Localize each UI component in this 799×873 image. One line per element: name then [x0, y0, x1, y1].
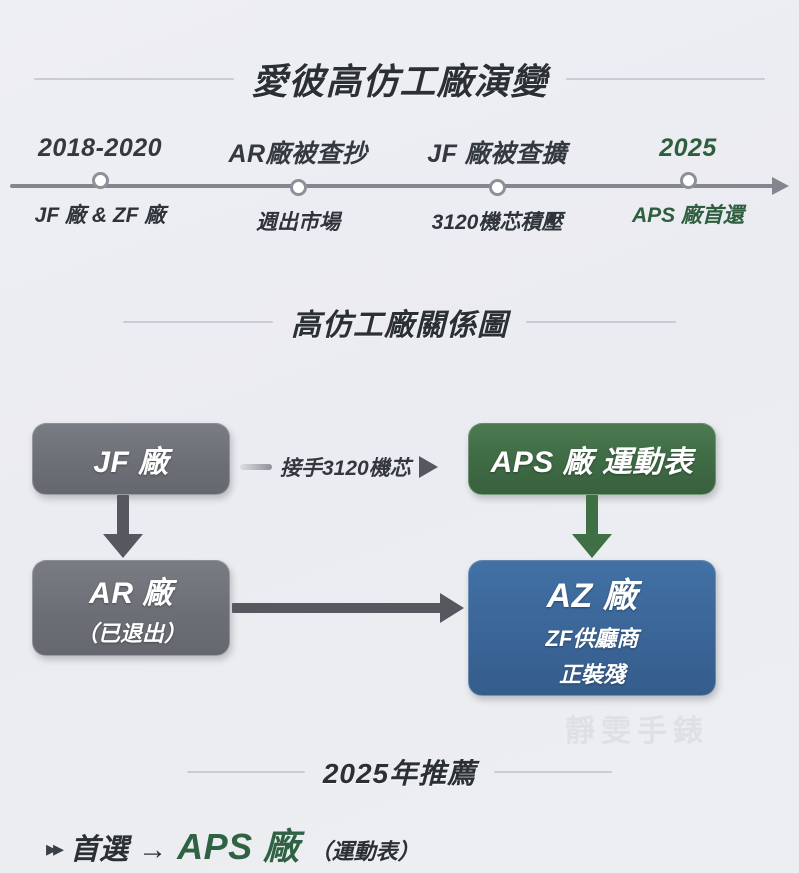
- node-ar-sublabel: （已退出）: [75, 621, 186, 646]
- timeline-dot-2-icon: [289, 179, 307, 196]
- timeline-dot-4-icon: [679, 172, 697, 189]
- node-az-label: AZ 廠: [546, 576, 638, 615]
- timeline-item-4: 2025 APS 廠首還: [588, 134, 788, 229]
- node-aps-factory[interactable]: APS 廠 運動表: [468, 423, 716, 495]
- right-arrow-icon: →: [138, 834, 168, 866]
- node-aps-label: APS 廠 運動表: [490, 446, 694, 479]
- recommend-title: 2025年推薦: [322, 758, 477, 789]
- timeline-item-2: AR廠被查抄 週出市場: [198, 134, 398, 236]
- divider-rule-left-3: [186, 771, 305, 773]
- recommendation-label: 首選: [70, 834, 129, 866]
- timeline-dot-1-icon: [91, 172, 109, 189]
- recommendation-line: ▸▸ 首選 → APS 廠 （運動表）: [46, 818, 420, 870]
- timeline-item-3-caption: 3120機芯積壓: [431, 211, 563, 234]
- timeline-arrow-icon: [772, 177, 789, 195]
- timeline-item-2-caption: 週出市場: [256, 211, 340, 234]
- divider-rule-right-3: [494, 771, 613, 773]
- main-title-header: 愛彼高仿工廠演變: [0, 53, 799, 105]
- arrow-jf-to-ar-shaft: [117, 495, 129, 537]
- recommend-title-header: 2025年推薦: [0, 752, 799, 792]
- double-chevron-icon: ▸▸: [46, 836, 64, 861]
- timeline-axis: [10, 184, 775, 188]
- node-jf-factory[interactable]: JF 廠: [32, 423, 230, 495]
- divider-rule-right-2: [526, 321, 676, 323]
- node-jf-label: JF 廠: [93, 446, 169, 479]
- timeline-item-2-title: AR廠被查抄: [228, 140, 368, 168]
- node-az-factory[interactable]: AZ 廠 ZF供廳商 正裝殘: [468, 560, 716, 696]
- timeline-item-3: JF 廠被查擴 3120機芯積壓: [397, 134, 597, 236]
- arrow-ar-to-az-shaft: [232, 603, 442, 613]
- divider-rule-left: [34, 78, 234, 80]
- timeline-item-1-caption: JF 廠 & ZF 廠: [34, 204, 166, 227]
- node-ar-label: AR 廠: [89, 577, 173, 610]
- arrow-ar-to-az-head-icon: [440, 593, 464, 623]
- timeline-item-4-caption: APS 廠首還: [631, 204, 744, 227]
- timeline-item-1-title: 2018-2020: [37, 134, 163, 162]
- arrow-aps-to-az-head-icon: [572, 534, 612, 558]
- transfer-dash-icon: [240, 464, 272, 470]
- timeline-item-3-title: JF 廠被查擴: [427, 140, 567, 168]
- transfer-connector: 接手3120機芯: [240, 452, 470, 482]
- relationship-title: 高仿工廠關係圖: [291, 309, 508, 342]
- transfer-arrow-icon: [418, 456, 438, 478]
- arrow-jf-to-ar-head-icon: [103, 534, 143, 558]
- node-ar-factory[interactable]: AR 廠 （已退出）: [32, 560, 230, 656]
- relationship-title-header: 高仿工廠關係圖: [0, 300, 799, 344]
- divider-rule-right: [565, 78, 766, 80]
- node-az-sublabel-2: 正裝殘: [558, 661, 625, 687]
- node-az-sublabel-1: ZF供廳商: [545, 625, 639, 651]
- recommended-brand: APS 廠: [177, 826, 300, 867]
- recommended-brand-note: （運動表）: [309, 839, 420, 864]
- transfer-label: 接手3120機芯: [280, 457, 411, 480]
- timeline-item-4-title: 2025: [659, 134, 717, 162]
- watermark: 靜雯手錶: [565, 715, 709, 748]
- divider-rule-left-2: [123, 321, 273, 323]
- timeline: 2018-2020 JF 廠 & ZF 廠 AR廠被查抄 週出市場 JF 廠被查…: [0, 134, 799, 254]
- page-title: 愛彼高仿工廠演變: [251, 61, 548, 102]
- timeline-dot-3-icon: [488, 179, 506, 196]
- timeline-item-1: 2018-2020 JF 廠 & ZF 廠: [0, 134, 200, 229]
- arrow-aps-to-az-shaft: [586, 495, 598, 537]
- relationship-diagram: JF 廠 AR 廠 （已退出） APS 廠 運動表 AZ 廠 ZF供廳商 正裝殘…: [0, 390, 799, 720]
